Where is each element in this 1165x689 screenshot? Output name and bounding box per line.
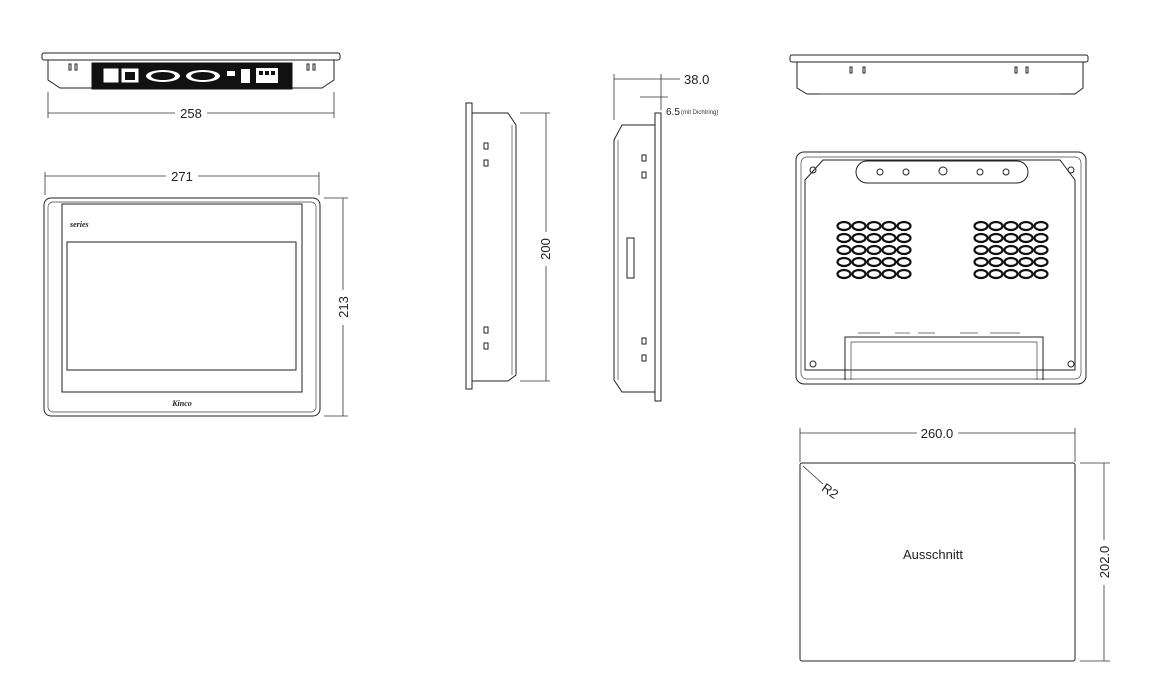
vent-slot [866, 220, 882, 232]
vent-slot [1033, 256, 1049, 268]
vent-slot [896, 232, 912, 244]
vent-slot [896, 220, 912, 232]
vent-slot [1033, 232, 1049, 244]
dim-depth-front: 6.5 [666, 107, 680, 118]
vent-slot [851, 244, 867, 256]
vent-slot [851, 268, 867, 280]
dim-side-height: 200 [538, 238, 553, 260]
vent-slot [1003, 232, 1019, 244]
vent-slot [973, 268, 989, 280]
top-view: 258 [41, 52, 341, 121]
vent-slot [988, 268, 1004, 280]
rear-view [795, 151, 1087, 385]
vent-slot [1033, 244, 1049, 256]
dim-top-width: 258 [180, 106, 202, 121]
front-view: 271 series Kinco 213 [43, 169, 351, 417]
usb-port [241, 69, 250, 83]
vent-slot [851, 256, 867, 268]
vent-slot [1018, 256, 1034, 268]
vent-slot [973, 232, 989, 244]
vent-slot [988, 244, 1004, 256]
vent-slot [866, 256, 882, 268]
vent-slot [1003, 220, 1019, 232]
vent-slot [866, 268, 882, 280]
vent-slot [1018, 232, 1034, 244]
power-terminal [256, 68, 278, 83]
dim-depth-front-note: (mit Dichtring) [681, 110, 718, 116]
side-view-right: 38.0 6.5 (mit Dichtring) [613, 72, 718, 402]
vent-slot [988, 256, 1004, 268]
dim-front-width: 271 [171, 169, 193, 184]
vent-grid-left [836, 220, 912, 280]
brand-series: series [69, 220, 89, 229]
vent-grid-right [973, 220, 1049, 280]
vent-slot [881, 220, 897, 232]
ethernet-port [103, 68, 139, 83]
vent-slot [836, 220, 852, 232]
cutout-label: Ausschnitt [903, 547, 963, 562]
vent-slot [896, 268, 912, 280]
vent-slot [1033, 220, 1049, 232]
vent-slot [881, 232, 897, 244]
vent-slot [973, 256, 989, 268]
vent-slot [1018, 220, 1034, 232]
vent-slot [1018, 268, 1034, 280]
vent-slot [1003, 244, 1019, 256]
vent-slot [1018, 244, 1034, 256]
brand-name: Kinco [171, 399, 192, 408]
vent-slot [881, 268, 897, 280]
dim-cutout-height: 202.0 [1097, 546, 1112, 579]
vent-slot [881, 256, 897, 268]
vent-slot [851, 220, 867, 232]
vent-slot [988, 232, 1004, 244]
vent-slot [988, 220, 1004, 232]
vent-slot [836, 256, 852, 268]
dim-cutout-width: 260.0 [921, 426, 954, 441]
dim-front-height: 213 [336, 296, 351, 318]
vent-slot [973, 220, 989, 232]
serial-port-2 [186, 70, 220, 82]
vent-slot [866, 232, 882, 244]
vent-slot [851, 232, 867, 244]
vent-slot [836, 244, 852, 256]
cutout-view: 260.0 Ausschnitt R2 202.0 [799, 426, 1112, 662]
vent-slot [836, 268, 852, 280]
vent-slot [1003, 256, 1019, 268]
side-view-left: 200 [465, 102, 553, 390]
vent-slot [881, 244, 897, 256]
usb-mini-port [227, 71, 235, 76]
vent-slot [866, 244, 882, 256]
top-view-right [789, 54, 1089, 95]
vent-slot [1003, 268, 1019, 280]
vent-slot [896, 256, 912, 268]
vent-slot [1033, 268, 1049, 280]
vent-slot [896, 244, 912, 256]
vent-slot [836, 232, 852, 244]
serial-port-1 [146, 70, 180, 82]
vent-slot [973, 244, 989, 256]
dim-depth-total: 38.0 [684, 72, 709, 87]
